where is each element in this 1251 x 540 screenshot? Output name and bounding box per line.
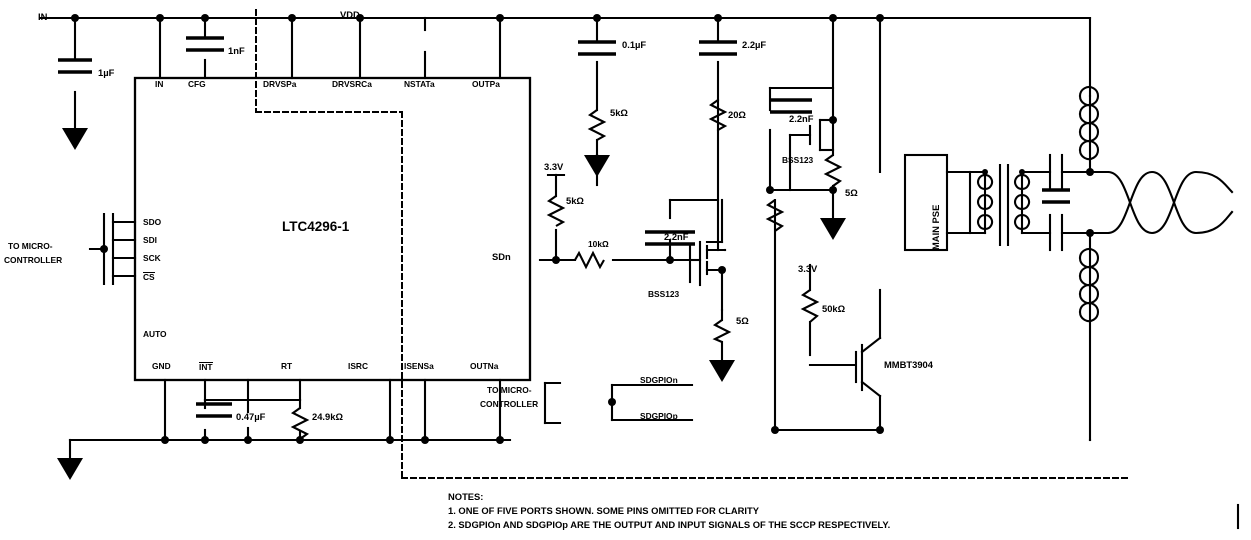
label-sdgpio-p: SDGPIOp — [640, 411, 678, 421]
resistors-layer — [290, 99, 843, 440]
cap-value-cfg: 1nF — [228, 45, 245, 56]
pin-sck: SCK — [143, 253, 161, 263]
res-value-50: 5Ω — [845, 187, 858, 198]
pin-cs: CS — [143, 272, 155, 282]
pin-rt: RT — [281, 361, 293, 371]
pin-sdi: SDI — [143, 235, 157, 245]
pin-auto: AUTO — [143, 329, 167, 339]
pin-isrc: ISRC — [348, 361, 369, 371]
node-label-sdn: SDn — [492, 251, 511, 262]
res-value-gate-5: 5Ω — [736, 315, 749, 326]
cap-value-input: 1µF — [98, 67, 115, 78]
mosfet-sense-label: BSS123 — [648, 289, 680, 299]
label-input-in: IN — [38, 11, 48, 22]
junction-dots — [71, 14, 1094, 444]
pin-nstata: NSTATa — [404, 79, 435, 89]
mosfet-drive-label: BSS123 — [782, 155, 814, 165]
rail-3v3-a: 3.3V — [544, 161, 564, 172]
label-sdgpio-n: SDGPIOn — [640, 375, 678, 385]
res-value-vdd-5k: 5kΩ — [610, 107, 628, 118]
to-micro-left-line1: TO MICRO- — [8, 241, 53, 251]
notes-heading: NOTES: — [448, 491, 484, 502]
to-micro-bottom-line2: CONTROLLER — [480, 399, 539, 409]
pin-outpa: OUTPa — [472, 79, 500, 89]
res-value-5k-pullup: 5kΩ — [566, 195, 584, 206]
pin-int: INT — [199, 362, 213, 372]
pin-gnd: GND — [152, 361, 171, 371]
pin-drvsrca: DRVSRCa — [332, 79, 372, 89]
res-value-series-10k: 10kΩ — [588, 239, 609, 249]
cap-value-drain: 2.2nF — [789, 113, 814, 124]
npn-transistor-label: MMBT3904 — [884, 359, 933, 370]
ic-part-number: LTC4296-1 — [282, 219, 350, 234]
to-micro-left-line2: CONTROLLER — [4, 255, 63, 265]
cap-value-rt: 0.47µF — [236, 411, 266, 422]
pin-cfg: CFG — [188, 79, 206, 89]
pin-sdo: SDO — [143, 217, 162, 227]
pin-in: IN — [155, 79, 164, 89]
cap-value-bulk: 2.2µF — [742, 39, 767, 50]
cap-value-gate: 2.2nF — [664, 231, 689, 242]
wires-layer — [38, 9, 1240, 530]
rail-3v3-b: 3.3V — [798, 263, 818, 274]
res-value-base-10k: 50kΩ — [822, 303, 846, 314]
res-value-20: 20Ω — [728, 109, 746, 120]
note-2: 2. SDGPIOn AND SDGPIOp ARE THE OUTPUT AN… — [448, 519, 891, 530]
pin-outna: OUTNa — [470, 361, 499, 371]
pin-isensa: ISENSa — [404, 361, 434, 371]
ground-symbols — [57, 128, 846, 480]
to-micro-bottom-line1: TO MICRO- — [487, 385, 532, 395]
capacitors-layer — [58, 36, 1070, 418]
pin-drvspa: DRVSPa — [263, 79, 297, 89]
note-1: 1. ONE OF FIVE PORTS SHOWN. SOME PINS OM… — [448, 505, 759, 516]
res-value-rt: 24.9kΩ — [312, 411, 343, 422]
cap-value-vdd: 0.1µF — [622, 39, 647, 50]
main-pse-label: MAIN PSE — [930, 204, 941, 250]
label-vdd: VDD — [340, 9, 360, 20]
